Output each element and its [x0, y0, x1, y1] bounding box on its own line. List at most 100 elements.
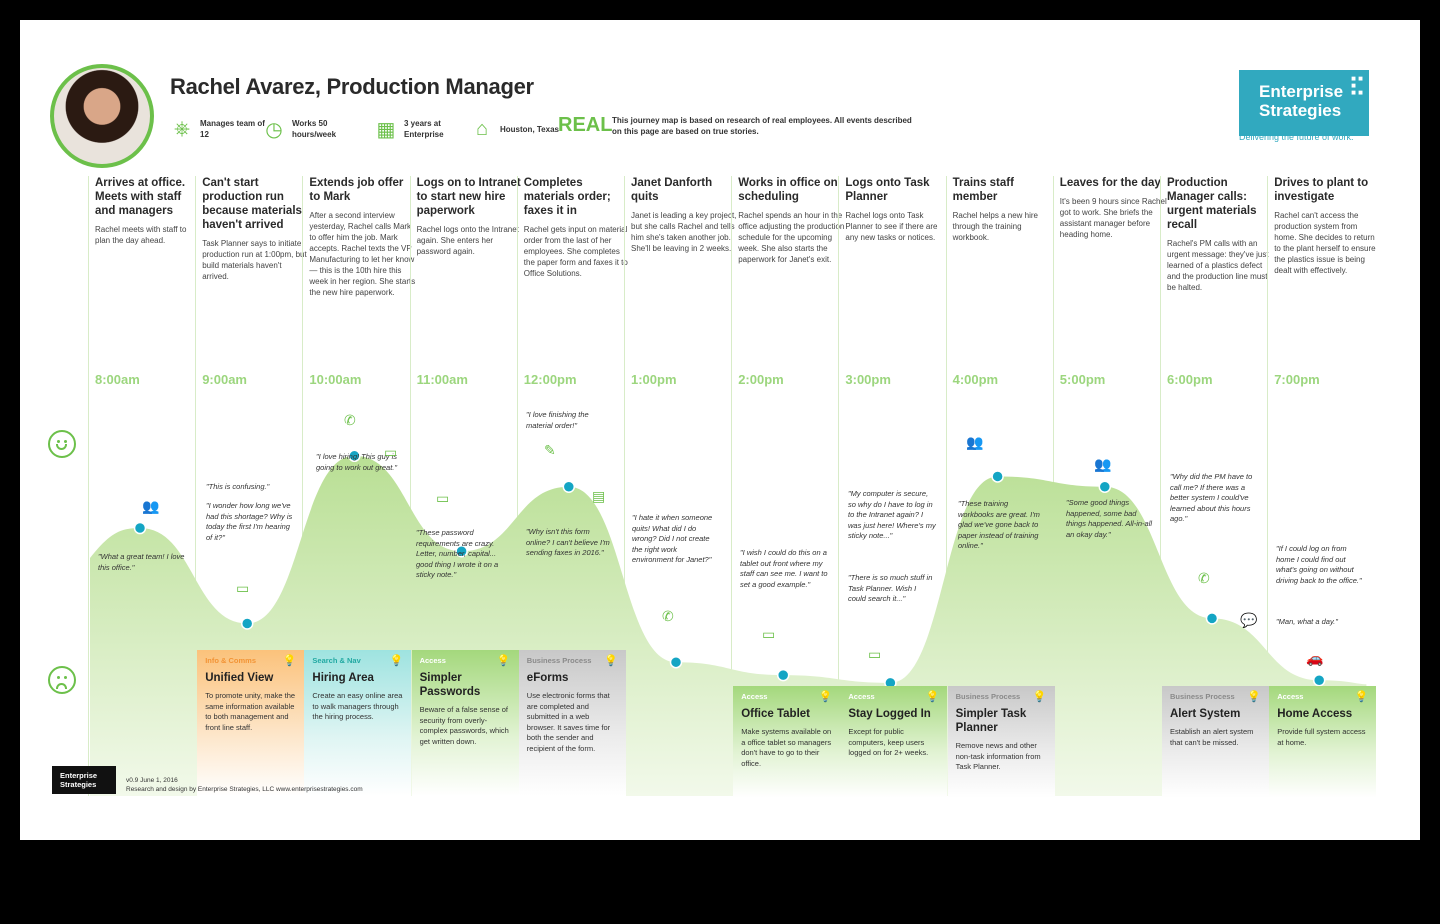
column-divider [88, 176, 89, 796]
emotion-point [240, 617, 254, 630]
opportunity-title: eForms [526, 672, 569, 684]
calendar-icon: ▦ [376, 118, 396, 141]
team-icon: 👥 [966, 434, 984, 450]
real-badge: REAL [558, 114, 613, 136]
lightbulb-icon: 💡 [925, 691, 940, 703]
real-note: This journey map is based on research of… [612, 116, 912, 136]
persona-quote: "These password requirements are crazy. … [416, 528, 499, 579]
emotion-point [455, 545, 468, 558]
column-divider [1160, 176, 1161, 796]
persona-avatar [50, 64, 154, 168]
event-description: Rachel gets input on material order from… [523, 225, 628, 278]
lightbulb-icon: 💡 [604, 655, 618, 667]
column-divider [945, 176, 947, 796]
fax-icon: ▤ [592, 488, 606, 504]
persona-quote: "If I could log on from home I could fin… [1276, 544, 1362, 585]
lightbulb-icon: 💡 [1032, 691, 1047, 703]
column-divider [302, 176, 304, 796]
persona-quote: "I love finishing the material order!" [526, 410, 589, 430]
opportunity-category: Search & Nav [312, 656, 361, 665]
event-description: Rachel logs onto Task Planner to see if … [845, 211, 938, 242]
opportunity-category: Business Process [526, 656, 592, 665]
team-icon: 👥 [142, 498, 160, 514]
persona-quote: "I wish I could do this on a tablet out … [740, 548, 828, 589]
opportunity-title: Unified View [205, 672, 274, 684]
lightbulb-icon: 💡 [818, 691, 833, 703]
event-column: Logs on to Intranet to start new hire pa… [417, 176, 524, 257]
lightbulb-icon: 💡 [496, 655, 511, 667]
event-column: Can't start production run because mater… [202, 176, 309, 282]
event-column: Production Manager calls: urgent materia… [1167, 176, 1274, 293]
opportunity-title: Office Tablet [741, 708, 810, 720]
event-time: 2:00pm [738, 372, 784, 387]
opportunity-title: Alert System [1170, 708, 1241, 720]
event-title: Can't start production run because mater… [202, 177, 302, 231]
event-title: Janet Danforth quits [631, 177, 713, 203]
opportunity-title: Home Access [1277, 708, 1353, 720]
stat-tenure: ▦ 3 years at Enterprise [374, 114, 474, 144]
event-title: Leaves for the day [1059, 177, 1161, 189]
persona-quote: "What a great team! I love this office." [98, 552, 185, 572]
clock-icon: ◷ [265, 118, 283, 141]
event-description: Rachel helps a new hire through the trai… [952, 211, 1038, 242]
persona-quote: "This is confusing." [206, 482, 270, 491]
event-description: After a second interview yesterday, Rach… [309, 211, 416, 297]
event-time: 7:00pm [1274, 372, 1320, 387]
opportunity-title: Hiring Area [312, 672, 374, 684]
event-title: Extends job offer to Mark [309, 177, 404, 203]
persona-quote: "There is so much stuff in Task Planner.… [848, 573, 933, 603]
lightbulb-icon: 💡 [1247, 691, 1261, 703]
brand-tagline: Delivering the future of work. [1239, 132, 1354, 142]
emotion-point [669, 655, 683, 669]
emotion-point [1312, 674, 1326, 687]
footer-credit: v0.9 June 1, 2016 Research and design by… [126, 777, 363, 793]
monitor-icon: ▭ [236, 580, 250, 596]
happy-face-icon [48, 430, 76, 458]
chat-icon: 💬 [1240, 612, 1258, 628]
stat-hours: ◷ Works 50 hours/week [262, 114, 362, 144]
phone-icon: ✆ [662, 608, 674, 624]
opportunity-description: Establish an alert system that can't be … [1170, 727, 1254, 747]
emotion-point [562, 480, 576, 494]
event-title: Logs on to Intranet to start new hire pa… [416, 177, 521, 217]
event-time: 12:00pm [523, 372, 577, 387]
opportunity-category: Access [1277, 692, 1304, 701]
opportunity-description: Provide full system access at home. [1277, 727, 1366, 747]
persona-quote: "I love hiring! This guy is going to wor… [316, 452, 398, 472]
event-description: Rachel logs onto the Intranet again. She… [416, 225, 519, 256]
emotion-point [348, 449, 361, 463]
opportunity-description: To promote unity, make the same informat… [205, 691, 296, 732]
column-divider [624, 176, 625, 796]
event-time: 4:00pm [952, 372, 999, 387]
opportunity-category: Access [741, 692, 768, 701]
event-time: 1:00pm [631, 372, 677, 387]
event-title: Logs onto Task Planner [845, 177, 930, 203]
car-icon: 🚗 [1306, 650, 1324, 666]
event-column: Arrives at office. Meets with staff and … [95, 176, 202, 246]
event-time: 9:00am [202, 372, 247, 387]
persona-title: Rachel Avarez, Production Manager [170, 74, 534, 99]
event-description: Task Planner says to initiate production… [202, 239, 307, 281]
column-divider [516, 176, 518, 796]
emotion-point [133, 521, 147, 535]
column-divider [409, 176, 411, 796]
brand-logo[interactable]: ■ ■■■ ■ Enterprise Strategies [1239, 70, 1369, 136]
stat-location: ⌂ Houston, Texas [470, 114, 560, 144]
event-description: Rachel's PM calls with an urgent message… [1167, 239, 1269, 292]
lightbulb-icon: 💡 [389, 655, 404, 667]
persona-quote: "My computer is secure, so why do I have… [848, 489, 936, 540]
opportunity-title: Simpler Passwords [419, 672, 481, 698]
opportunity-description: Use electronic forms that are completed … [526, 691, 611, 753]
opportunity-description: Remove news and other non-task informati… [955, 741, 1041, 771]
event-description: It's been 9 hours since Rachel got to wo… [1059, 197, 1167, 239]
